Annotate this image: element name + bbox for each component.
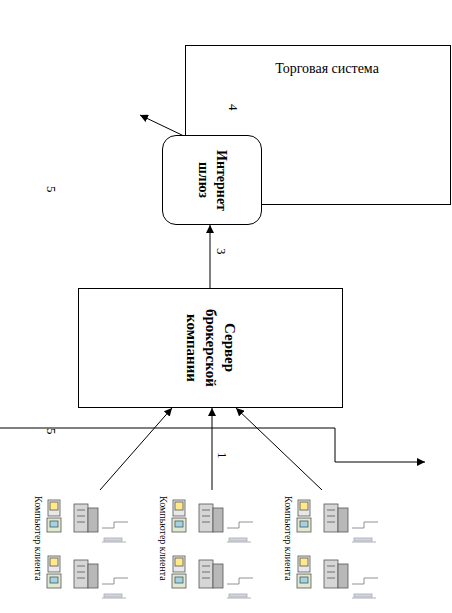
computer-symbol xyxy=(172,500,253,542)
output-arrow xyxy=(140,115,186,137)
gateway-box: Интернет шлюз xyxy=(162,135,262,225)
computer-icons xyxy=(169,494,259,612)
connector-arrow xyxy=(212,408,213,490)
computer-symbol xyxy=(172,556,253,598)
connector-arrow xyxy=(236,408,322,490)
connector-arrow xyxy=(100,408,172,490)
edge-number: 3 xyxy=(215,248,228,255)
connector-arrow xyxy=(210,225,211,288)
node-text: Интернет шлюз xyxy=(195,138,230,222)
node-text: Сервер брокерской компании xyxy=(182,293,238,403)
edge-number: 1 xyxy=(216,452,229,459)
node-text: Компьютер клиента xyxy=(155,496,169,581)
client-computer: Компьютер клиента xyxy=(280,490,390,612)
computer-icons xyxy=(44,494,134,612)
computer-symbol xyxy=(47,500,128,542)
callout-number: 5 xyxy=(45,186,58,193)
client-computer: Компьютер клиента xyxy=(30,490,140,612)
flow-line xyxy=(0,428,425,462)
computer-symbol xyxy=(297,556,378,598)
server-box: Сервер брокерской компании xyxy=(78,288,343,408)
node-text: Компьютер клиента xyxy=(280,496,294,581)
computer-symbol xyxy=(47,556,128,598)
callout-number: 4 xyxy=(227,104,240,111)
callout-number: 5 xyxy=(45,428,58,435)
client-computer: Компьютер клиента xyxy=(155,490,265,612)
node-text: Компьютер клиента xyxy=(30,496,44,581)
computer-icons xyxy=(294,494,384,612)
node-text: Торговая система xyxy=(275,61,379,77)
computer-symbol xyxy=(297,500,378,542)
